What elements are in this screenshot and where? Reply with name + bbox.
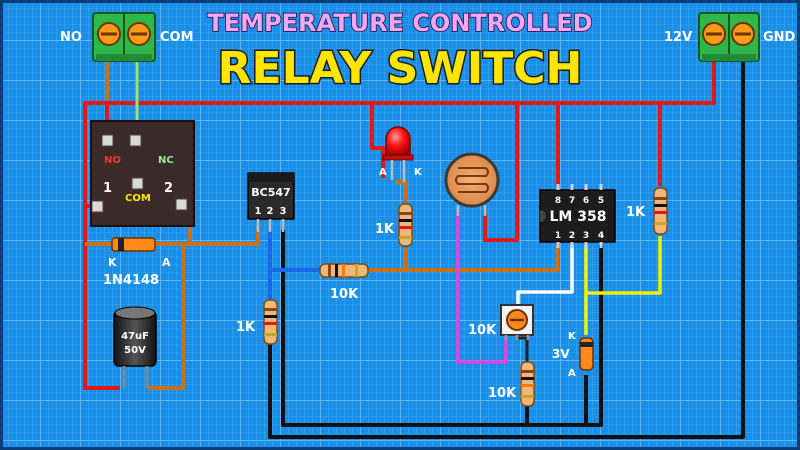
ic-pin-7: 7: [569, 196, 575, 206]
transistor-pin-2: 2: [267, 206, 274, 217]
wire-cap-plus: [148, 244, 185, 390]
resistor-emitter: [263, 299, 278, 345]
diode-a-label: A: [162, 256, 171, 269]
wires-magenta: [456, 214, 508, 364]
wire-ldr-top: [483, 103, 519, 242]
zener-a-label: A: [568, 368, 576, 379]
relay-pin-com: [131, 177, 144, 190]
led-k-label: K: [414, 167, 423, 178]
relay-coil2-label: 2: [164, 181, 173, 196]
ldr-sensor: [444, 152, 500, 216]
title-line2: RELAY SWITCH: [218, 43, 583, 94]
diode-k-label: K: [108, 256, 117, 269]
relay-pin-no: [101, 134, 114, 147]
resistor-right: [653, 187, 668, 235]
zener-k-label: K: [568, 331, 577, 342]
relay-pin-nc: [129, 134, 142, 147]
wire-gnd-ic: [281, 230, 603, 427]
led-a-label: A: [379, 167, 387, 178]
relay-pin-coil1: [91, 200, 104, 213]
resistor-led-label: 1K: [375, 222, 395, 237]
zener-voltage-label: 3V: [552, 347, 570, 361]
transistor-part-label: BC547: [251, 186, 290, 199]
relay-nc-label: NC: [158, 155, 174, 166]
power-terminal-block: [698, 12, 760, 62]
led: [382, 126, 414, 182]
ic-part-label: LM 358: [550, 209, 607, 225]
relay-coil1-label: 1: [103, 181, 112, 196]
ic-pin-3: 3: [583, 231, 589, 241]
wires-yellow: [584, 236, 662, 335]
wire-base-to-ic: [368, 245, 559, 272]
wires-blue: [268, 230, 320, 300]
zener-diode: [579, 337, 594, 371]
screw-icon: [127, 22, 151, 46]
terminal-com-label: COM: [160, 30, 194, 45]
ic-pin-1: 1: [555, 231, 561, 241]
wire-gnd-rail: [268, 60, 745, 439]
resistor-led: [398, 203, 413, 247]
wires-red: [83, 60, 716, 390]
resistor-right-label: 1K: [626, 205, 646, 220]
ic-pin-4: 4: [598, 231, 604, 241]
wire-led-anode: [370, 103, 385, 178]
output-terminal-block: [92, 12, 156, 62]
relay-com-label: COM: [125, 193, 151, 204]
capacitor-voltage: 50V: [124, 345, 146, 356]
transistor-pin-3: 3: [280, 206, 287, 217]
wires-white: [516, 245, 574, 305]
ic-pin-5: 5: [598, 196, 604, 206]
wire-ic-pin2: [516, 245, 574, 305]
capacitor-47uf: [113, 306, 157, 388]
diode-part-label: 1N4148: [103, 273, 159, 288]
terminal-12v-label: 12V: [664, 30, 692, 45]
trimmer-label: 10K: [468, 323, 497, 338]
wire-ic-pin3: [584, 236, 662, 295]
screw-icon: [97, 22, 121, 46]
ic-pin-6: 6: [583, 196, 589, 206]
relay-pin-coil2: [175, 198, 188, 211]
terminal-gnd-label: GND: [763, 30, 796, 45]
resistor-emitter-label: 1K: [236, 320, 256, 335]
transistor-pin-1: 1: [255, 206, 262, 217]
relay: [90, 120, 195, 227]
screw-icon: [702, 22, 726, 46]
resistor-bottom-label: 10K: [488, 386, 517, 401]
ic-pin-2: 2: [569, 231, 575, 241]
resistor-base: [319, 263, 369, 278]
ic-pin-8: 8: [555, 196, 561, 206]
resistor-base-label: 10K: [330, 287, 359, 302]
terminal-no-label: NO: [60, 30, 82, 45]
wires-brown: [85, 60, 559, 390]
diode-1n4148: [111, 237, 156, 252]
ic-lm358: [539, 184, 616, 248]
screw-icon: [731, 22, 755, 46]
wire-12v-rail: [83, 60, 716, 390]
capacitor-value: 47uF: [121, 331, 149, 342]
relay-no-label: NO: [104, 155, 121, 166]
wires-black: [268, 60, 745, 439]
wire-ldr-pot: [456, 214, 508, 364]
transistor-bc547: [247, 172, 295, 232]
trimmer-potentiometer: [500, 304, 534, 340]
title-line1: TEMPERATURE CONTROLLED: [207, 9, 592, 37]
resistor-bottom: [520, 361, 535, 407]
